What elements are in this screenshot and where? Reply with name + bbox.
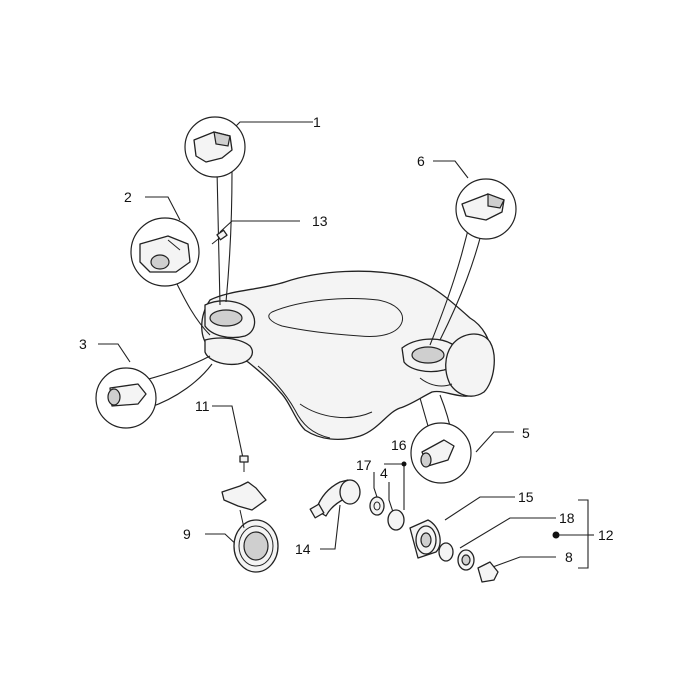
- part-14-ignition-cable: [309, 479, 361, 519]
- callout-4: 4: [380, 465, 388, 481]
- part-15-cylinder: [409, 519, 441, 559]
- callout-8: 8: [565, 549, 573, 565]
- part-18-washer: [438, 542, 454, 562]
- part-8-key: [477, 561, 499, 583]
- callout-2: 2: [124, 189, 132, 205]
- kit-marker-dot: [552, 531, 560, 539]
- part-5-switch: [410, 422, 472, 484]
- handlebar-cover: [201, 270, 495, 441]
- callout-17: 17: [356, 457, 372, 473]
- part-1-switch: [184, 116, 246, 178]
- part-6-switch: [455, 178, 517, 240]
- callout-9: 9: [183, 526, 191, 542]
- part-17-ring: [369, 496, 385, 516]
- part-11-screw: [239, 455, 249, 472]
- callout-labels: 1 2 3 4 5 6 8 9 11 12 13 14 15 16 17 18: [79, 114, 614, 565]
- callout-12: 12: [598, 527, 614, 543]
- callout-16: 16: [391, 437, 407, 453]
- callout-5: 5: [522, 425, 530, 441]
- callout-11: 11: [195, 398, 210, 414]
- part-13-screw: [211, 229, 228, 245]
- callout-13: 13: [312, 213, 328, 229]
- kit-marker-dot-16: [401, 461, 407, 467]
- callout-18: 18: [559, 510, 575, 526]
- part-key-cap: [457, 549, 475, 571]
- callout-15: 15: [518, 489, 534, 505]
- callout-3: 3: [79, 336, 87, 352]
- callout-6: 6: [417, 153, 425, 169]
- part-4-ring: [387, 509, 405, 531]
- part-3-switch: [95, 367, 157, 429]
- part-9-horn: [221, 481, 279, 573]
- part-2-switch: [130, 217, 200, 287]
- callout-1: 1: [313, 114, 321, 130]
- callout-14: 14: [295, 541, 311, 557]
